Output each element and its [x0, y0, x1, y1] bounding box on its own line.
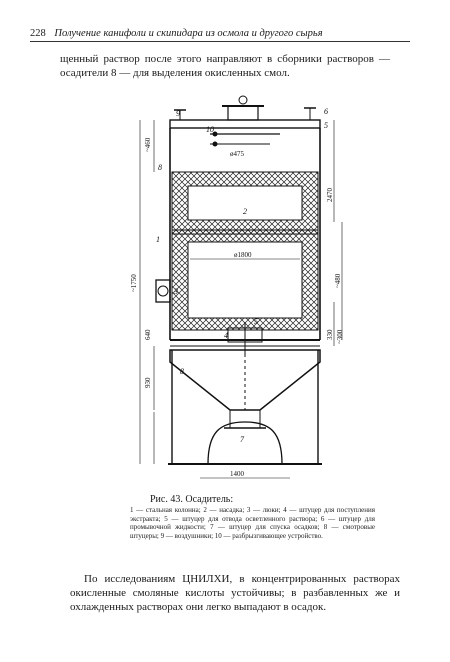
label-5-top: 5 — [324, 121, 328, 130]
dim-2470: 2470 — [326, 188, 334, 203]
packing-lower — [171, 229, 319, 331]
settler-drawing: ~1750 ~460 930 640 2470 ~480 330 ~300 ø1… — [130, 95, 344, 479]
dim-diameter-1800: ø1800 — [234, 251, 252, 259]
label-10: 10 — [206, 125, 214, 134]
dim-930: 930 — [144, 377, 152, 388]
manhole — [155, 279, 171, 303]
support-skirt — [168, 350, 322, 465]
callout-labels: 9 6 10 5 8 2 1 3 5 4 8 7 — [156, 107, 328, 444]
label-3: 3 — [173, 287, 178, 296]
steel-column — [169, 128, 321, 340]
dim-330: 330 — [326, 329, 334, 340]
running-title: Получение канифоли и скипидара из осмола… — [54, 28, 323, 39]
figure-title: Рис. 43. Осадитель: — [150, 494, 234, 505]
label-6: 6 — [324, 107, 328, 116]
dim-475: ø475 — [230, 150, 245, 158]
label-1: 1 — [156, 235, 160, 244]
running-header: 228 Получение канифоли и скипидара из ос… — [30, 28, 410, 42]
label-8: 8 — [180, 367, 184, 376]
dim-1400: 1400 — [230, 470, 245, 478]
dim-640: 640 — [144, 329, 152, 340]
body-paragraph: По исследованиям ЦНИЛХИ, в концентрирова… — [70, 573, 400, 613]
label-2: 2 — [243, 207, 247, 216]
label-5: 5 — [254, 317, 258, 326]
dim-460: ~460 — [144, 137, 152, 152]
dimension-lines — [139, 120, 343, 479]
label-4: 4 — [224, 331, 228, 340]
intro-paragraph: щенный раствор после этого направляют в … — [60, 53, 390, 79]
dim-1750: ~1750 — [130, 274, 138, 292]
label-8-top: 8 — [158, 163, 162, 172]
separator-plate — [170, 322, 320, 354]
top-cover — [169, 95, 321, 147]
dim-480: ~480 — [334, 273, 342, 288]
dimension-labels: ~1750 ~460 930 640 2470 ~480 330 ~300 ø1… — [130, 137, 344, 478]
conical-bottom — [169, 349, 321, 429]
packing-upper — [171, 171, 319, 235]
label-7: 7 — [240, 435, 245, 444]
label-9: 9 — [176, 109, 180, 118]
page-number: 228 — [30, 28, 46, 39]
dim-300: ~300 — [336, 329, 344, 344]
figure-legend: 1 — стальная колонна; 2 — насадка; 3 — л… — [130, 506, 375, 540]
